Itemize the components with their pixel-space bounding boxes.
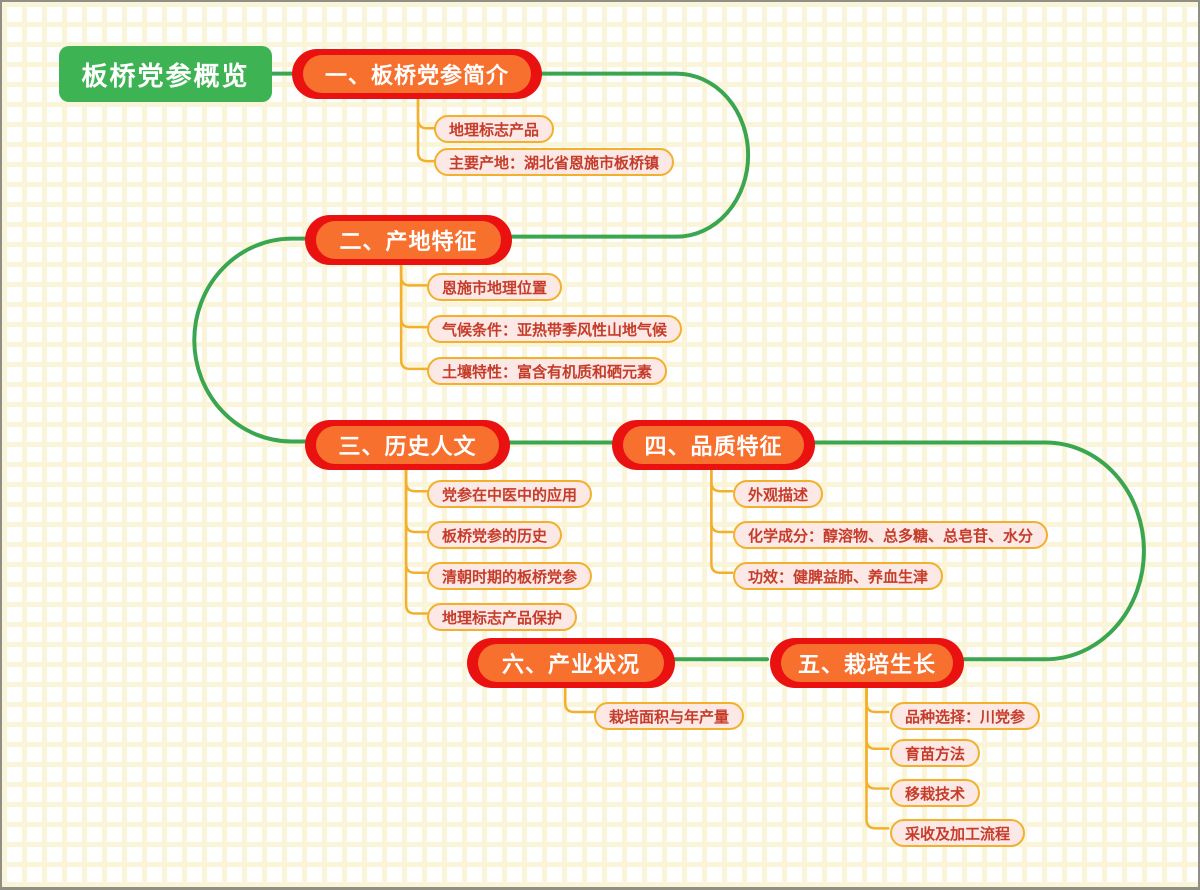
- branch-connector: [710, 463, 734, 575]
- subtopic-node[interactable]: 栽培面积与年产量: [594, 702, 745, 730]
- subtopic-node[interactable]: 主要产地：湖北省恩施市板桥镇: [434, 148, 675, 176]
- branch-connector: [416, 94, 437, 130]
- branch-connector: [710, 463, 734, 534]
- main-connector-t2-t3: [192, 236, 309, 444]
- branch-connector: [865, 679, 890, 790]
- topic-node-5[interactable]: 五、栽培生长: [770, 638, 964, 688]
- subtopic-node[interactable]: 外观描述: [733, 480, 824, 508]
- branch-connector: [865, 679, 890, 751]
- branch-connector: [404, 463, 430, 575]
- branch-connector: [563, 679, 596, 714]
- topic-5-label: 五、栽培生长: [781, 644, 953, 682]
- subtopic-node[interactable]: 党参在中医中的应用: [427, 480, 593, 508]
- subtopic-node[interactable]: 清朝时期的板桥党参: [427, 562, 593, 590]
- topic-node-3[interactable]: 三、历史人文: [305, 420, 510, 470]
- root-node[interactable]: 板桥党参概览: [59, 46, 272, 102]
- subtopic-node[interactable]: 土壤特性：富含有机质和硒元素: [427, 357, 668, 385]
- subtopic-node[interactable]: 品种选择：川党参: [890, 702, 1041, 730]
- branch-connector: [404, 463, 430, 615]
- main-connector-t4-t5: [809, 440, 1146, 662]
- subtopic-node[interactable]: 板桥党参的历史: [427, 521, 563, 549]
- topic-node-1[interactable]: 一、板桥党参简介: [292, 49, 542, 99]
- topic-node-2[interactable]: 二、产地特征: [305, 215, 512, 265]
- branch-connector: [399, 259, 430, 329]
- branch-connector: [399, 259, 430, 371]
- subtopic-node[interactable]: 化学成分：醇溶物、总多糖、总皂苷、水分: [733, 521, 1049, 549]
- topic-node-6[interactable]: 六、产业状况: [467, 638, 675, 688]
- main-connector-t1-t2: [510, 71, 751, 239]
- subtopic-node[interactable]: 气候条件：亚热带季风性山地气候: [427, 315, 683, 343]
- branch-connector: [404, 463, 430, 534]
- subtopic-node[interactable]: 恩施市地理位置: [427, 273, 563, 301]
- subtopic-node[interactable]: 地理标志产品保护: [427, 603, 578, 631]
- topic-4-label: 四、品质特征: [623, 426, 804, 464]
- branch-connector: [865, 679, 890, 830]
- topic-1-label: 一、板桥党参简介: [303, 55, 531, 93]
- subtopic-node[interactable]: 地理标志产品: [434, 115, 555, 143]
- topic-node-4[interactable]: 四、品质特征: [612, 420, 815, 470]
- subtopic-node[interactable]: 功效：健脾益肺、养血生津: [733, 562, 944, 590]
- topic-2-label: 二、产地特征: [316, 221, 501, 259]
- subtopic-node[interactable]: 采收及加工流程: [890, 819, 1026, 847]
- topic-6-label: 六、产业状况: [478, 644, 664, 682]
- topic-3-label: 三、历史人文: [316, 426, 499, 464]
- branch-connector: [416, 94, 437, 163]
- subtopic-node[interactable]: 移栽技术: [890, 779, 981, 807]
- subtopic-node[interactable]: 育苗方法: [890, 739, 981, 767]
